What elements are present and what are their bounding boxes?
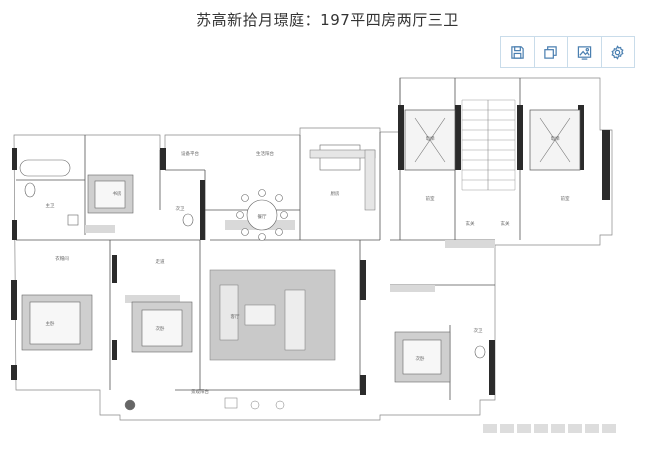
toolbar [500, 36, 635, 68]
image-icon [577, 45, 591, 60]
room-label: 次卫 [176, 205, 185, 212]
room-label: 主卫 [46, 202, 55, 209]
save-button[interactable] [501, 37, 535, 67]
room-label: 玄关 [466, 220, 475, 227]
room-label: 前室 [561, 195, 570, 202]
watermark [483, 424, 616, 433]
room-label: 次卧 [156, 325, 165, 332]
room-label: 客厅 [231, 313, 240, 320]
room-label: 电梯 [551, 135, 560, 142]
page-title: 苏高新拾月璟庭：197平四房两厅三卫 [196, 11, 459, 29]
room-label: 电梯 [426, 135, 435, 142]
room-label: 餐厅 [258, 213, 267, 220]
gear-icon [611, 44, 624, 60]
room-label: 生活阳台 [256, 150, 274, 157]
room-label: 厨房 [331, 190, 340, 197]
image-button[interactable] [568, 37, 602, 67]
save-icon [511, 45, 524, 59]
room-label: 玄关 [501, 220, 510, 227]
room-label: 设备平台 [181, 150, 199, 157]
room-label: 次卫 [474, 327, 483, 334]
room-label: 景观阳台 [191, 388, 209, 395]
room-label: 衣帽间 [55, 255, 69, 262]
room-label: 主卧 [46, 320, 55, 327]
room-label: 走道 [156, 258, 165, 265]
copy-button[interactable] [535, 37, 568, 67]
room-label: 书房 [113, 190, 122, 197]
room-label: 次卧 [416, 355, 425, 362]
settings-button[interactable] [602, 37, 635, 67]
copy-icon [544, 45, 557, 59]
room-label: 前室 [426, 195, 435, 202]
floor-plan: 电梯 电梯 设备平台 生活阳台 厨房 书房 主卫 次卫 次卫 餐厅 前室 前室 … [11, 77, 613, 421]
